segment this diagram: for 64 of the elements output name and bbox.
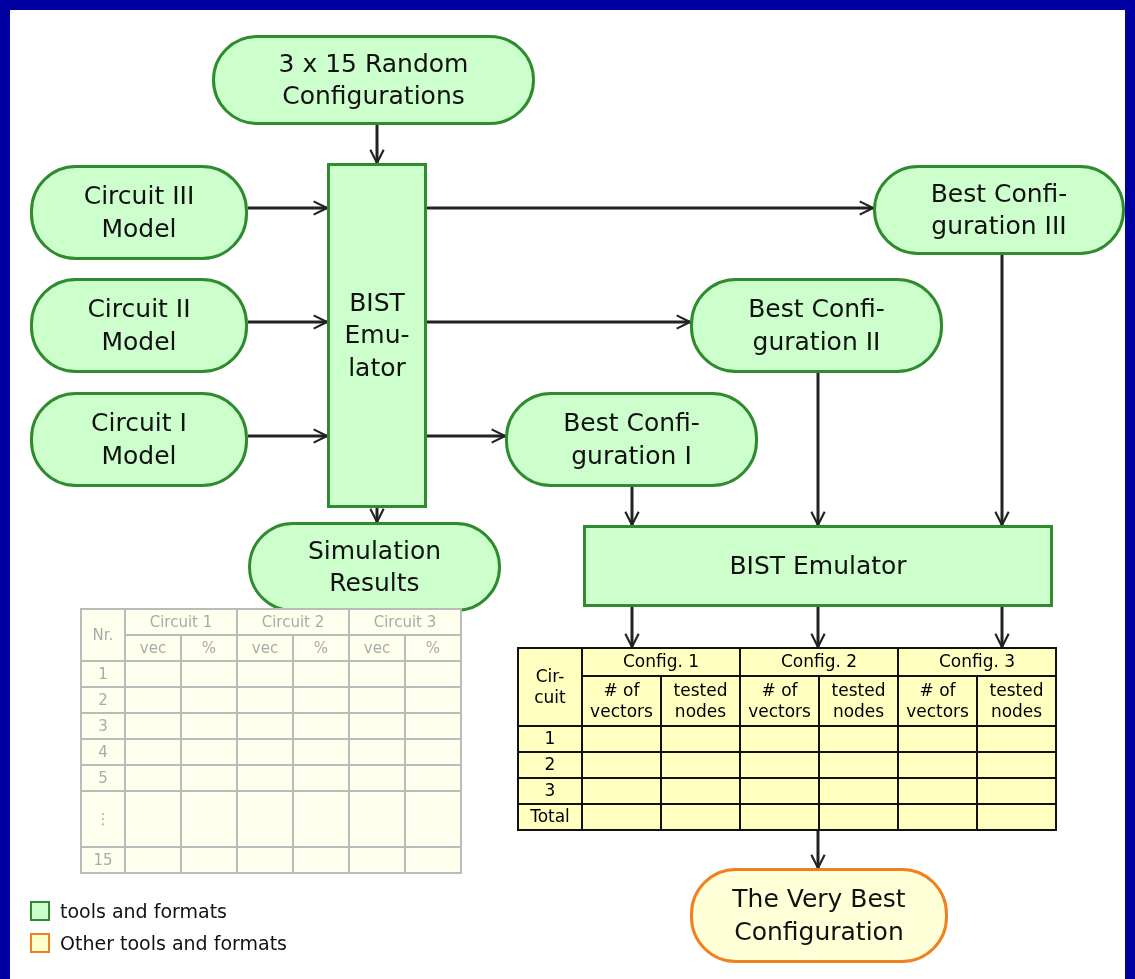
arrow: [369, 507, 385, 524]
arrow: [624, 487, 640, 527]
column-header: Circuit 1: [149, 613, 213, 631]
arrow: [248, 314, 329, 330]
node-label: Circuit II Model: [86, 293, 192, 358]
node-label: Best Confi- guration III: [929, 177, 1069, 242]
arrow: [624, 607, 640, 649]
column-subheader: %: [425, 639, 441, 657]
column-subheader: vec: [139, 639, 167, 657]
arrow: [427, 200, 875, 216]
row-header: Cir- cuit: [534, 665, 566, 707]
process-box: [583, 525, 1053, 607]
arrow: [248, 428, 329, 444]
row-label: 2: [98, 691, 108, 709]
row-label: 3: [544, 780, 556, 801]
arrow: [810, 831, 826, 870]
node-label: Simulation Results: [306, 534, 443, 599]
arrow: [248, 200, 329, 216]
terminal-pill: [873, 165, 1125, 255]
column-header: Config. 1: [622, 651, 700, 672]
node-label: BIST Emulator: [729, 549, 907, 582]
column-header: Circuit 3: [373, 613, 437, 631]
results-table: [517, 647, 1058, 831]
arrow: [994, 255, 1010, 527]
column-subheader: tested nodes: [989, 679, 1044, 721]
node-label: 3 x 15 Random Configurations: [277, 47, 470, 112]
column-subheader: # of vectors: [590, 679, 653, 721]
arrow: [810, 607, 826, 649]
results-table: [80, 608, 462, 874]
column-subheader: %: [313, 639, 329, 657]
column-subheader: # of vectors: [906, 679, 969, 721]
process-box: [327, 163, 427, 508]
column-header: Circuit 2: [261, 613, 325, 631]
column-subheader: vec: [363, 639, 391, 657]
row-header: Nr.: [92, 626, 114, 644]
legend-label: Other tools and formats: [60, 932, 287, 954]
arrow: [994, 607, 1010, 649]
arrow: [369, 125, 385, 165]
legend-label: tools and formats: [60, 900, 227, 922]
node-label: BIST Emu- lator: [343, 286, 411, 384]
row-label: ⋮: [95, 810, 111, 828]
row-label: 1: [544, 728, 556, 749]
column-subheader: tested nodes: [831, 679, 886, 721]
row-label: 2: [544, 754, 556, 775]
column-subheader: # of vectors: [748, 679, 811, 721]
node-label: Best Confi- guration II: [747, 293, 886, 358]
node-label: The Very Best Configuration: [731, 883, 907, 948]
column-header: Config. 3: [938, 651, 1016, 672]
row-label: Total: [530, 806, 570, 827]
row-label: 15: [93, 851, 113, 869]
node-label: Circuit I Model: [90, 407, 188, 472]
node-label: Circuit III Model: [82, 180, 196, 245]
row-label: 4: [98, 743, 108, 761]
column-subheader: tested nodes: [673, 679, 728, 721]
column-subheader: vec: [251, 639, 279, 657]
row-label: 1: [98, 665, 108, 683]
arrow: [427, 428, 507, 444]
column-header: Config. 2: [780, 651, 858, 672]
arrow: [810, 373, 826, 527]
row-label: 5: [98, 769, 108, 787]
column-subheader: %: [201, 639, 217, 657]
node-label: Best Confi- guration I: [562, 407, 701, 472]
row-label: 3: [98, 717, 108, 735]
arrow: [427, 314, 692, 330]
